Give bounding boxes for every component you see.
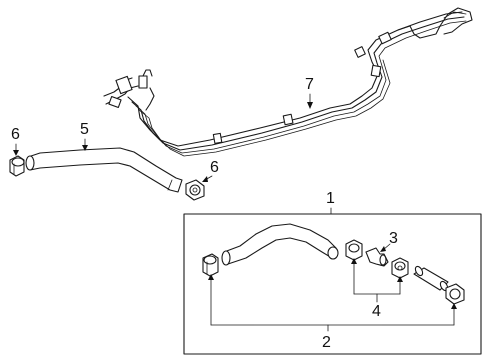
kit-box-1 [183,213,482,355]
clamp-6-left [9,155,25,177]
arrow-6-left [13,150,19,156]
clamp-kit-left [202,253,219,277]
arrow-7 [307,102,313,109]
hose-5 [25,147,183,193]
callout-4: 4 [372,303,381,320]
plug-3 [365,247,389,267]
callout-1: 1 [326,190,335,207]
callout-7: 7 [305,76,314,93]
callout-3: 3 [389,230,398,247]
tube-kit [413,265,449,292]
grommet-kit-b [391,257,409,279]
leader-2 [208,274,457,332]
arrow-5 [82,145,88,151]
hose-line-assembly-7 [103,7,473,157]
grommet-kit-a [345,239,363,261]
callout-6-right: 6 [210,159,219,176]
leader-4 [351,258,403,303]
arrow-3 [380,246,386,252]
callout-5: 5 [80,121,89,138]
callout-6-left: 6 [11,126,20,143]
clamp-6-right [185,179,205,201]
callout-2: 2 [322,334,331,351]
hose-kit [221,223,339,266]
clamp-kit-right [445,283,465,305]
arrow-6-right [202,176,208,182]
